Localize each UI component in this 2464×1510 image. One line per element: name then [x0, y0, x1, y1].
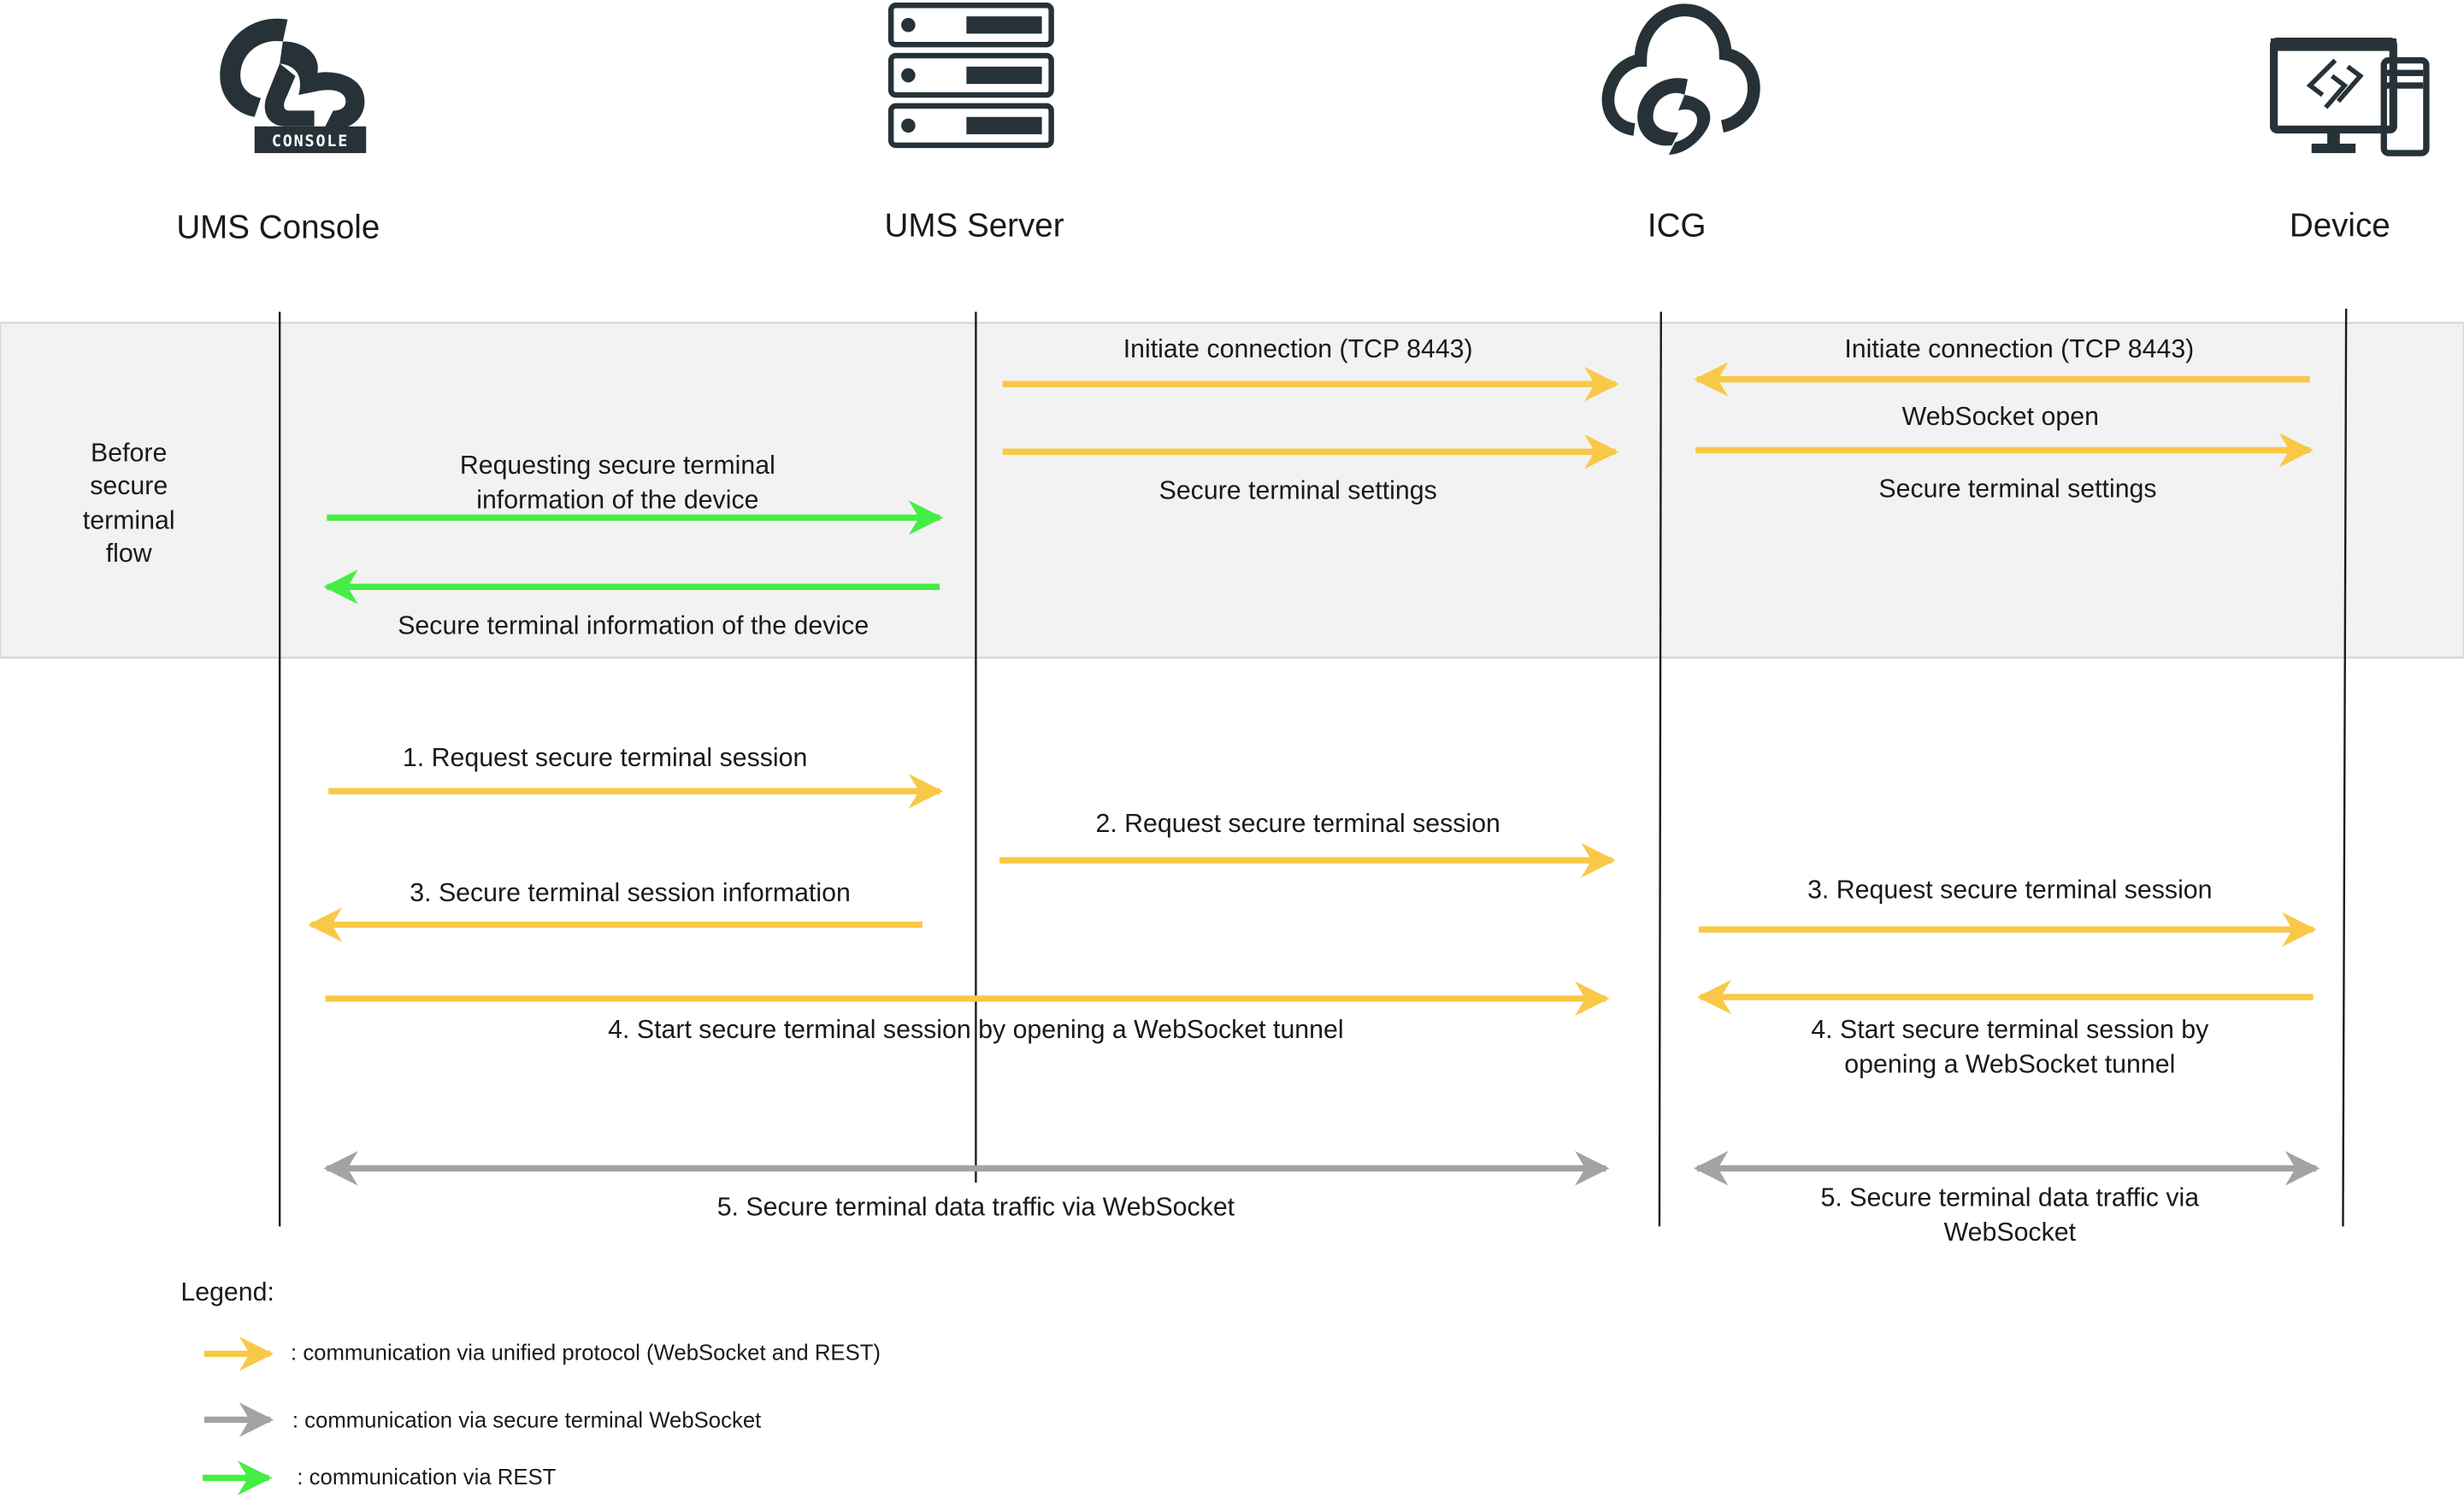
- lifeline-icg: [1658, 311, 1662, 1227]
- label-step-3-console: 3. Secure terminal session information: [410, 879, 851, 907]
- label-step-5-device: 5. Secure terminal data traffic via: [1821, 1184, 2200, 1212]
- label-server-console-info: Secure terminal information of the devic…: [398, 611, 869, 640]
- label-step-4-device: 4. Start secure terminal session by: [1811, 1016, 2209, 1044]
- label-console-server-request: Requesting secure terminal: [460, 451, 775, 480]
- lifeline-device: [2342, 309, 2348, 1227]
- console-badge: CONSOLE: [272, 133, 349, 150]
- label-server-icg-initiate: Initiate connection (TCP 8443): [1123, 335, 1473, 363]
- phase-label-line: flow: [106, 540, 152, 568]
- legend-rest-text: : communication via REST: [297, 1466, 556, 1489]
- legend-title: Legend:: [180, 1278, 274, 1307]
- phase-label-line: secure: [90, 472, 168, 500]
- participant-ums-console: UMS Console: [176, 209, 380, 245]
- phase-label-line: Before: [91, 439, 167, 467]
- label-console-server-request: information of the device: [476, 486, 758, 514]
- console-icon: CONSOLE: [220, 18, 367, 154]
- device-icon: [2270, 37, 2430, 156]
- legend-unified-text: : communication via unified protocol (We…: [291, 1342, 881, 1365]
- participant-device: Device: [2290, 207, 2390, 244]
- label-step-3-device: 3. Request secure terminal session: [1807, 876, 2212, 904]
- phase-label-line: terminal: [83, 506, 175, 534]
- label-device-icg-initiate: Initiate connection (TCP 8443): [1844, 335, 2194, 363]
- label-websocket-open: WebSocket open: [1902, 403, 2099, 431]
- participant-ums-server: UMS Server: [885, 207, 1064, 244]
- server-icon: [887, 3, 1054, 149]
- participant-icg: ICG: [1648, 207, 1707, 244]
- cloud-gateway-icon: [1601, 3, 1760, 155]
- legend-websocket-text: : communication via secure terminal WebS…: [292, 1409, 761, 1433]
- label-step-1: 1. Request secure terminal session: [403, 744, 807, 772]
- label-step-5-device: WebSocket: [1944, 1218, 2077, 1247]
- label-step-2: 2. Request secure terminal session: [1095, 810, 1500, 838]
- label-icg-device-settings: Secure terminal settings: [1878, 475, 2156, 504]
- label-step-4-console: 4. Start secure terminal session by open…: [608, 1016, 1343, 1044]
- label-step-5-console: 5. Secure terminal data traffic via WebS…: [717, 1194, 1235, 1222]
- legend: Legend: : communication via unified prot…: [180, 1278, 881, 1495]
- phase-label: Before secure terminal flow: [83, 439, 175, 568]
- label-step-4-device: opening a WebSocket tunnel: [1844, 1050, 2175, 1078]
- label-server-icg-settings: Secure terminal settings: [1159, 476, 1437, 504]
